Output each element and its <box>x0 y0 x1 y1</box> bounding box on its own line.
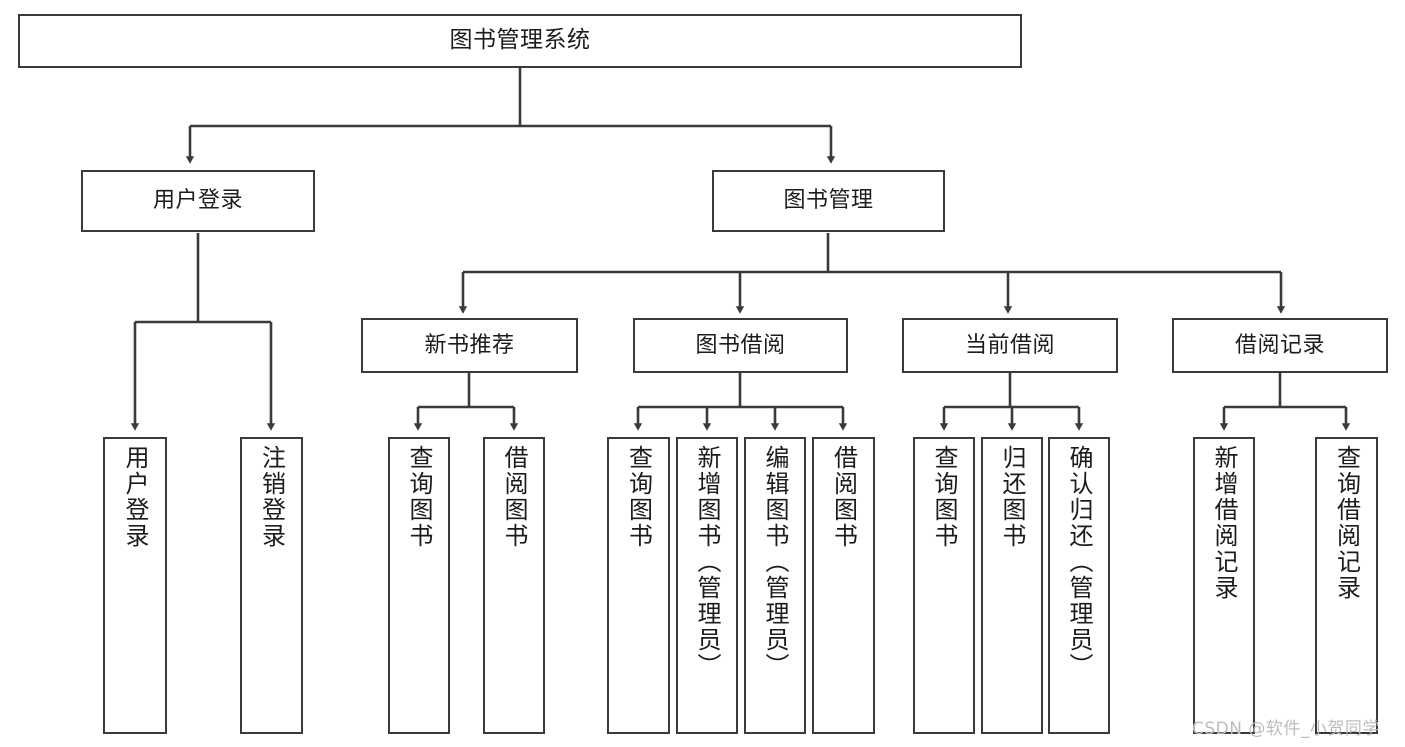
node-user-login[interactable]: 用户登录 <box>81 170 315 232</box>
leaf-new-book-query-label: 查询图书 <box>405 445 433 549</box>
node-book-borrow[interactable]: 图书借阅 <box>633 318 848 373</box>
node-borrow-record-label: 借阅记录 <box>1234 332 1325 358</box>
node-book-management-label: 图书管理 <box>783 188 874 214</box>
leaf-new-book-borrow-label: 借阅图书 <box>500 445 528 549</box>
leaf-book-borrow-borrow[interactable]: 借阅图书 <box>812 437 875 734</box>
node-book-borrow-label: 图书借阅 <box>695 332 786 358</box>
leaf-book-borrow-add-label: 新增图书（管理员） <box>693 445 721 679</box>
leaf-user-login-login-label: 用户登录 <box>121 445 149 549</box>
leaf-current-borrow-return-label: 归还图书 <box>998 445 1026 549</box>
leaf-book-borrow-query[interactable]: 查询图书 <box>607 437 670 734</box>
leaf-current-borrow-return[interactable]: 归还图书 <box>981 437 1043 734</box>
leaf-user-login-logout-label: 注销登录 <box>257 445 286 549</box>
leaf-book-borrow-edit-label: 编辑图书（管理员） <box>761 445 789 679</box>
leaf-book-borrow-add[interactable]: 新增图书（管理员） <box>676 437 738 734</box>
leaf-current-borrow-query[interactable]: 查询图书 <box>913 437 975 734</box>
leaf-current-borrow-confirm-return-label: 确认归还（管理员） <box>1065 445 1093 679</box>
node-book-management[interactable]: 图书管理 <box>712 170 945 232</box>
leaf-new-book-borrow[interactable]: 借阅图书 <box>483 437 545 734</box>
leaf-borrow-record-add[interactable]: 新增借阅记录 <box>1193 437 1255 734</box>
leaf-borrow-record-query[interactable]: 查询借阅记录 <box>1315 437 1378 734</box>
node-borrow-record[interactable]: 借阅记录 <box>1172 318 1388 373</box>
leaf-new-book-query[interactable]: 查询图书 <box>388 437 450 734</box>
node-new-book-recommend-label: 新书推荐 <box>424 332 515 358</box>
node-current-borrow-label: 当前借阅 <box>964 332 1055 358</box>
node-new-book-recommend[interactable]: 新书推荐 <box>361 318 578 373</box>
leaf-book-borrow-borrow-label: 借阅图书 <box>829 445 858 549</box>
leaf-borrow-record-query-label: 查询借阅记录 <box>1332 445 1361 601</box>
node-user-login-label: 用户登录 <box>152 188 243 214</box>
node-current-borrow[interactable]: 当前借阅 <box>902 318 1118 373</box>
leaf-current-borrow-confirm-return[interactable]: 确认归还（管理员） <box>1048 437 1110 734</box>
node-root-book-management-system[interactable]: 图书管理系统 <box>18 14 1022 68</box>
leaf-user-login-logout[interactable]: 注销登录 <box>240 437 303 734</box>
leaf-borrow-record-add-label: 新增借阅记录 <box>1210 445 1238 601</box>
leaf-book-borrow-query-label: 查询图书 <box>624 445 653 549</box>
leaf-user-login-login[interactable]: 用户登录 <box>103 437 167 734</box>
leaf-current-borrow-query-label: 查询图书 <box>930 445 958 549</box>
node-root-label: 图书管理系统 <box>449 27 591 54</box>
leaf-book-borrow-edit[interactable]: 编辑图书（管理员） <box>744 437 806 734</box>
